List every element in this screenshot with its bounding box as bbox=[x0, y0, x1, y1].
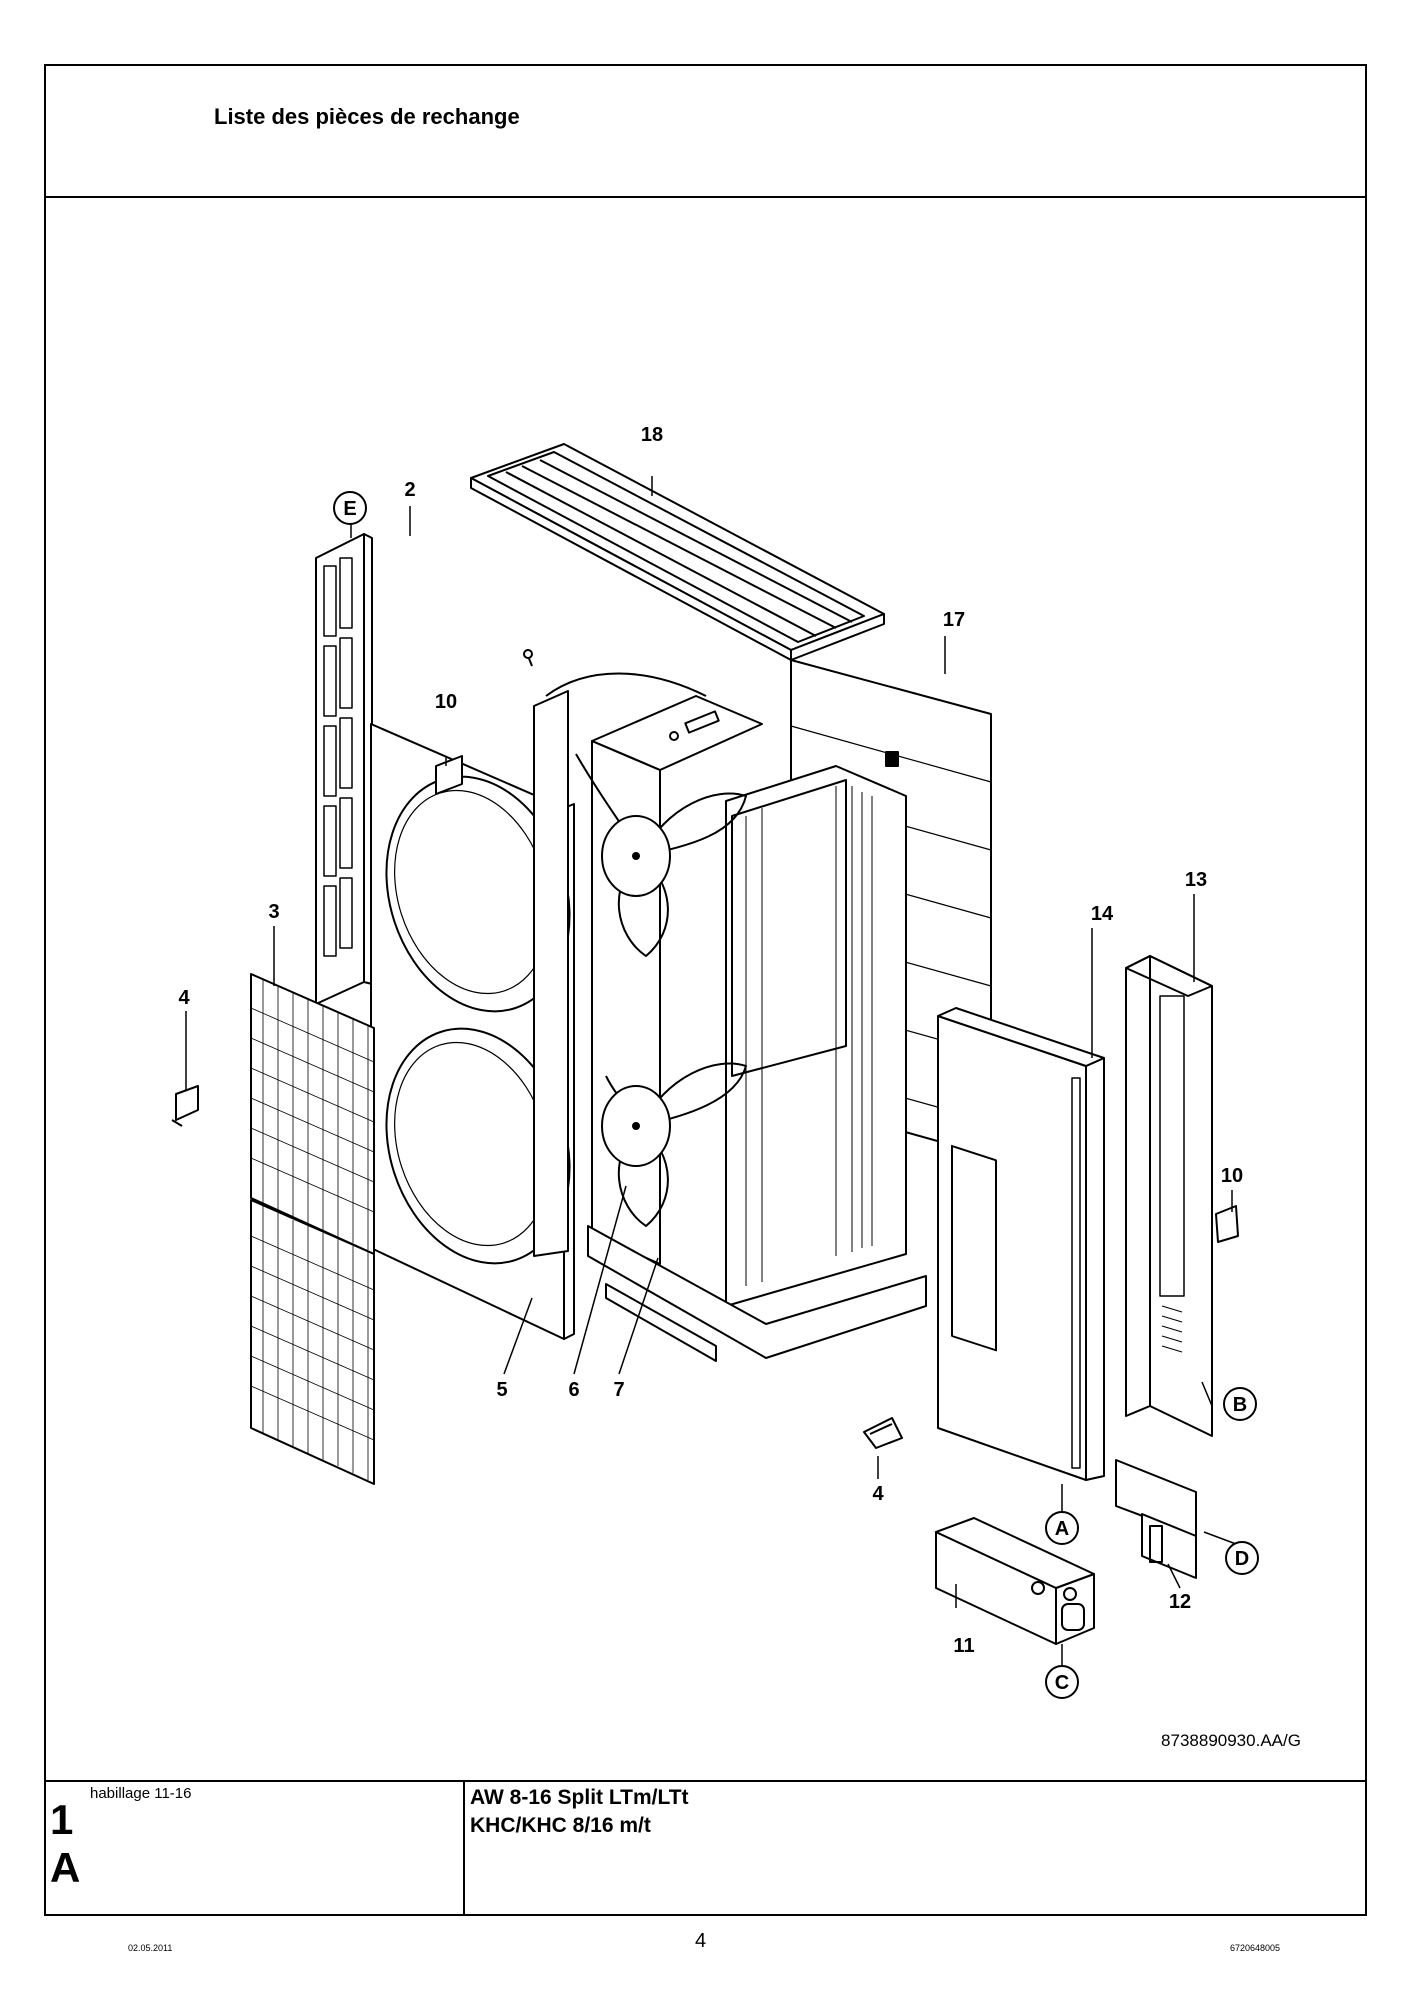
page-title: Liste des pièces de rechange bbox=[214, 104, 520, 129]
callout-a-circle bbox=[1045, 1511, 1079, 1545]
callout-b: B bbox=[1233, 1394, 1247, 1416]
section-letter: A bbox=[50, 1844, 81, 1891]
screw-part bbox=[523, 649, 533, 667]
model-line-1: AW 8-16 Split LTm/LTt bbox=[470, 1786, 689, 1809]
callout-12: 12 bbox=[1169, 1591, 1191, 1613]
callout-a: A bbox=[1055, 1518, 1069, 1540]
callout-10-left: 10 bbox=[435, 691, 457, 713]
callout-17: 17 bbox=[943, 609, 965, 631]
circle-callouts bbox=[333, 491, 1259, 1699]
figure-reference: 8738890930.AA/G bbox=[1161, 1731, 1301, 1750]
callout-3: 3 bbox=[268, 901, 279, 923]
side-grille-panel-part bbox=[315, 533, 373, 1005]
callout-2: 2 bbox=[404, 479, 415, 501]
fan-guard-grilles-part bbox=[250, 973, 375, 1485]
top-cover-part bbox=[470, 443, 885, 661]
clip-part-bottom bbox=[863, 1417, 903, 1449]
fan-upper-part bbox=[575, 753, 747, 957]
chassis-part bbox=[533, 672, 927, 1362]
callout-c: C bbox=[1055, 1672, 1069, 1694]
callout-10-right: 10 bbox=[1221, 1165, 1243, 1187]
section-number: 1 bbox=[50, 1796, 74, 1843]
callout-6: 6 bbox=[568, 1379, 579, 1401]
document-number: 6720648005 bbox=[1230, 1943, 1281, 1953]
model-line-2: KHC/KHC 8/16 m/t bbox=[470, 1814, 651, 1837]
bracket-part-left bbox=[435, 755, 463, 795]
louvre-side-panel-part bbox=[1125, 955, 1213, 1437]
callout-c-circle bbox=[1045, 1665, 1079, 1699]
callout-4-bottom: 4 bbox=[872, 1483, 884, 1505]
exploded-view-drawing: E B A D C 18 2 17 10 13 14 3 4 10 5 6 7 … bbox=[46, 196, 1365, 1784]
print-date: 02.05.2011 bbox=[128, 1943, 173, 1953]
callout-14: 14 bbox=[1091, 903, 1114, 925]
callout-e: E bbox=[343, 498, 356, 520]
header: Liste des pièces de rechange bbox=[46, 66, 1365, 198]
callout-b-circle bbox=[1223, 1387, 1257, 1421]
callout-7: 7 bbox=[613, 1379, 624, 1401]
side-panel-part bbox=[937, 1007, 1105, 1481]
page-number: 4 bbox=[695, 1930, 707, 1952]
leader-lines bbox=[185, 476, 1237, 1666]
section-subtitle: habillage 11-16 bbox=[90, 1785, 192, 1802]
page-frame: Liste des pièces de rechange bbox=[44, 64, 1367, 1916]
callout-d: D bbox=[1235, 1548, 1249, 1570]
callout-13: 13 bbox=[1185, 869, 1207, 891]
clip-part-left bbox=[171, 1085, 199, 1127]
callout-4-left: 4 bbox=[178, 987, 190, 1009]
callout-d-circle bbox=[1225, 1541, 1259, 1575]
title-block: habillage 11-16 1 A AW 8-16 Split LTm/LT… bbox=[46, 1780, 1365, 1914]
title-block-left: habillage 11-16 1 A bbox=[46, 1782, 465, 1914]
callout-e-circle bbox=[333, 491, 367, 525]
fan-lower-part bbox=[601, 1062, 747, 1227]
bracket-cover-part bbox=[1115, 1459, 1197, 1579]
exploded-view-svg: E B A D C 18 2 17 10 13 14 3 4 10 5 6 7 … bbox=[171, 424, 1301, 1750]
callout-5: 5 bbox=[496, 1379, 507, 1401]
lower-front-cover-part bbox=[935, 1517, 1095, 1645]
bracket-part-right bbox=[1215, 1205, 1239, 1243]
callout-18: 18 bbox=[641, 424, 663, 446]
callout-11: 11 bbox=[953, 1635, 974, 1657]
